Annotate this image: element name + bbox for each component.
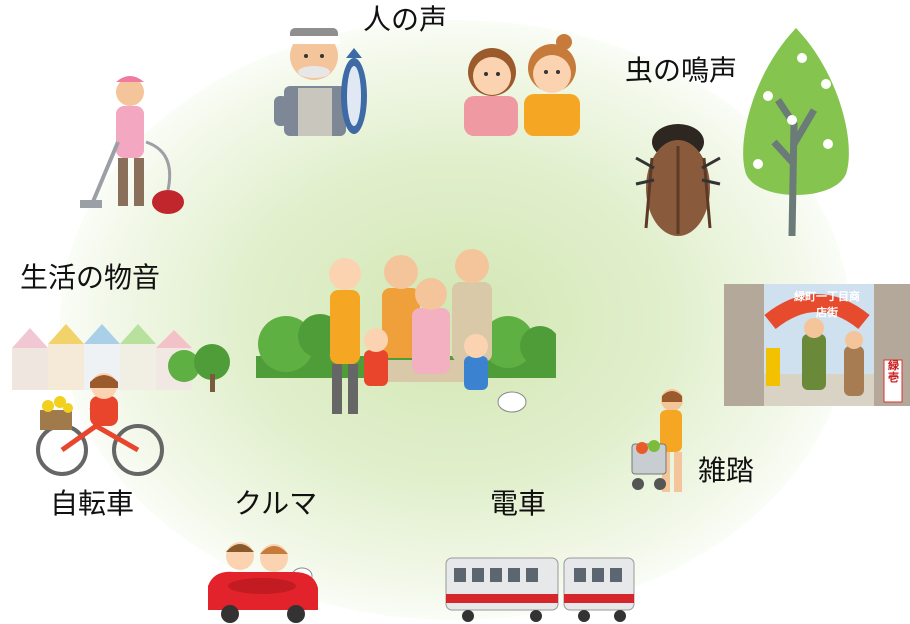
shopping-street-illustration xyxy=(724,284,910,406)
label-voices: 人の声 xyxy=(363,3,448,36)
label-car: クルマ xyxy=(234,487,318,520)
fishmonger-illustration xyxy=(274,28,367,136)
label-train: 電車 xyxy=(490,487,547,520)
label-crowd: 雑踏 xyxy=(698,454,755,487)
tree-illustration xyxy=(743,28,849,236)
shopping-street-sign: 緑町一丁目商店街 xyxy=(794,290,860,319)
chatting-women-illustration xyxy=(464,34,580,136)
cicada-illustration xyxy=(635,124,721,236)
label-insect-sounds: 虫の鳴声 xyxy=(625,54,738,87)
label-daily-life-sounds: 生活の物音 xyxy=(20,261,161,294)
label-bicycle: 自転車 xyxy=(50,487,135,520)
vacuuming-woman-illustration xyxy=(80,76,184,214)
red-car-illustration xyxy=(208,542,318,623)
shopper-with-cart-illustration xyxy=(631,389,683,492)
family-in-park-illustration xyxy=(256,249,556,414)
train-illustration xyxy=(445,557,635,622)
girl-on-bicycle-illustration xyxy=(36,373,164,476)
shop-banner-text: 緑壱 xyxy=(888,359,899,385)
